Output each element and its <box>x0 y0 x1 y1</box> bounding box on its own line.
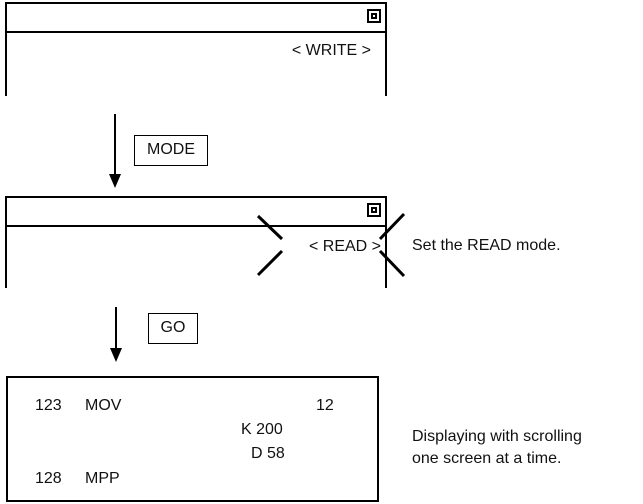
read-mode-label: < READ > <box>308 238 381 255</box>
read-highlight-marks <box>256 212 406 278</box>
row-1-operand-1: 12 <box>316 397 334 414</box>
row-1-step: 123 <box>35 397 62 414</box>
row-1-operand-2: K 200 <box>241 421 283 438</box>
row-1-operand-3: D 58 <box>251 445 285 462</box>
write-screen-title-bar <box>7 4 385 33</box>
down-arrow-icon <box>110 307 122 362</box>
down-arrow-icon <box>109 114 121 188</box>
window-button-icon <box>367 9 381 23</box>
mode-key[interactable]: MODE <box>134 135 208 166</box>
scroll-annotation-line-2: one screen at a time. <box>412 450 562 467</box>
write-screen: < WRITE > <box>5 2 387 96</box>
row-2-step: 128 <box>35 470 62 487</box>
read-screen-title-bar <box>7 198 385 227</box>
row-2-instruction: MPP <box>85 470 120 487</box>
scroll-annotation-line-1: Displaying with scrolling <box>412 428 582 445</box>
read-screen: < READ > <box>5 196 387 288</box>
read-mode-annotation: Set the READ mode. <box>412 237 561 254</box>
go-key[interactable]: GO <box>148 313 198 344</box>
list-screen <box>6 376 379 502</box>
write-mode-label: < WRITE > <box>291 42 371 59</box>
row-1-instruction: MOV <box>85 397 122 414</box>
window-button-icon <box>367 203 381 217</box>
